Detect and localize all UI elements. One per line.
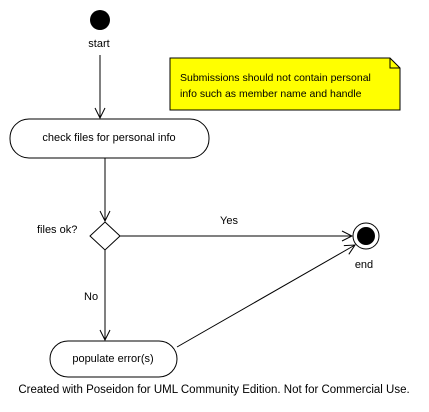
comment-note: Submissions should not contain personal … [169,57,401,111]
end-label: end [355,259,373,271]
action-populate-errors [49,340,178,378]
final-node [352,222,380,250]
action-populate-errors-label: populate error(s) [72,353,153,365]
note-line-1: Submissions should not contain personal [180,72,371,84]
initial-node [90,10,110,30]
footer-notice: Created with Poseidon for UML Community … [18,384,409,396]
action-check-files-label: check files for personal info [42,132,175,144]
note-line-2: info such as member name and handle [180,88,362,100]
transition-yes-label: Yes [220,215,238,227]
decision-label: files ok? [37,224,77,236]
start-label: start [88,38,109,50]
transition-errors-to-end [176,245,355,348]
action-check-files [9,118,210,159]
transition-no-label: No [84,291,98,303]
decision-node [89,221,121,251]
